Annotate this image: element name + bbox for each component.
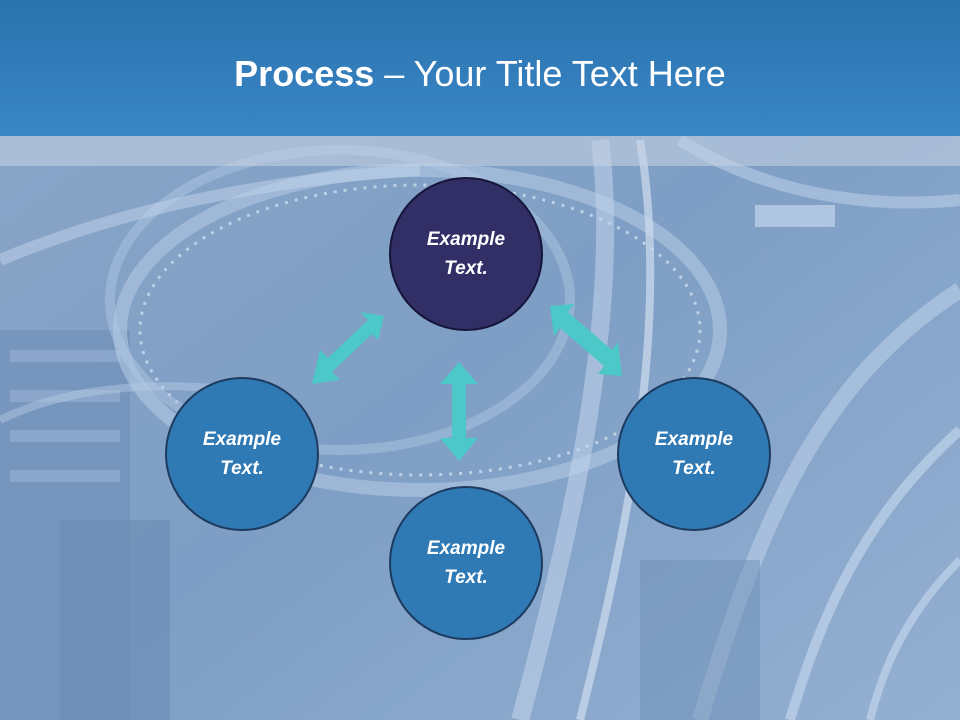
process-step-bottom: Example Text. — [389, 486, 543, 640]
double-arrow-top-right — [550, 304, 622, 376]
double-arrow-top-left — [312, 312, 384, 384]
process-step-left: Example Text. — [165, 377, 319, 531]
process-step-right: Example Text. — [617, 377, 771, 531]
title-bar-underband — [0, 136, 960, 166]
title-rest: – Your Title Text Here — [374, 53, 726, 94]
slide-title: Process – Your Title Text Here — [0, 52, 960, 96]
process-step-top-label: Example Text. — [426, 229, 506, 279]
process-step-right-label: Example Text. — [654, 429, 734, 479]
process-step-top: Example Text. — [389, 177, 543, 331]
title-bar — [0, 0, 960, 136]
process-step-bottom-label: Example Text. — [426, 538, 506, 588]
double-arrow-vertical — [440, 362, 478, 461]
process-step-left-label: Example Text. — [202, 429, 282, 479]
title-bold-word: Process — [234, 53, 375, 94]
